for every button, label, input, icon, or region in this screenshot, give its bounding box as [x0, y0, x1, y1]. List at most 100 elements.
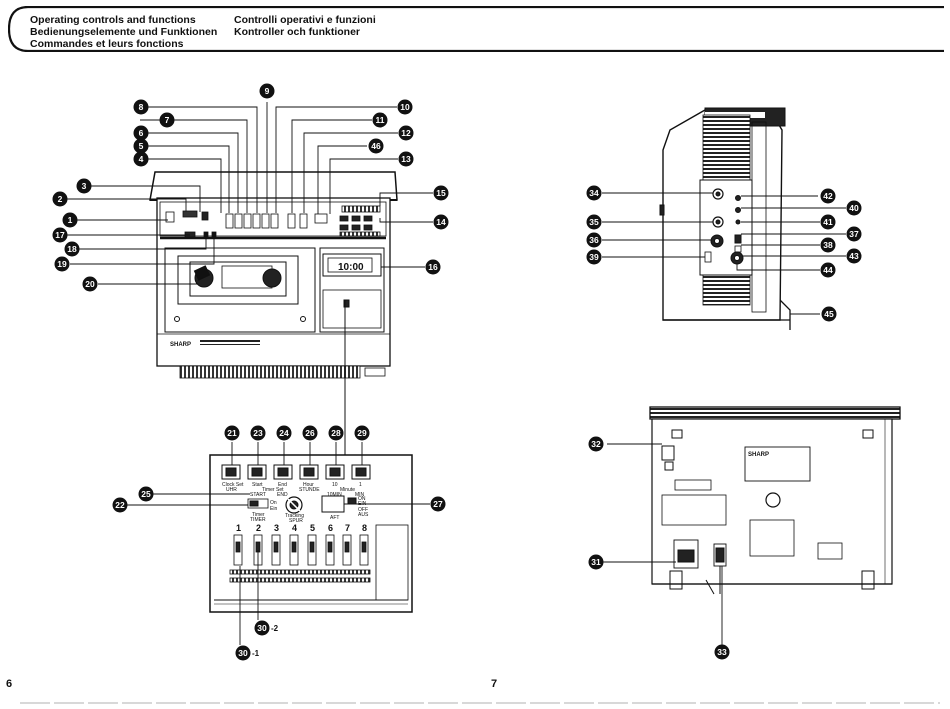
aft-aus-label: AUS [358, 512, 369, 518]
callout-30-2: 30 [254, 620, 270, 636]
callout-25: 25 [138, 486, 154, 502]
svg-text:6: 6 [139, 128, 144, 138]
callout-14: 14 [433, 214, 449, 230]
callout-38: 38 [820, 237, 836, 253]
svg-text:30: 30 [238, 648, 248, 658]
svg-text:38: 38 [823, 240, 833, 250]
header-fr: Commandes et leurs fonctions [30, 38, 184, 50]
page-number-left: 6 [6, 678, 13, 690]
timer-label: Timer [252, 512, 265, 518]
svg-text:3: 3 [82, 181, 87, 191]
callout-28: 28 [328, 425, 344, 441]
svg-text:29: 29 [357, 428, 367, 438]
callout-22: 22 [112, 497, 128, 513]
svg-text:20: 20 [85, 279, 95, 289]
callout-6: 6 [133, 125, 149, 141]
callout-43: 43 [846, 248, 862, 264]
svg-text:5: 5 [139, 141, 144, 151]
svg-text:34: 34 [589, 188, 599, 198]
svg-text:24: 24 [279, 428, 289, 438]
svg-text:21: 21 [227, 428, 237, 438]
callout-30-1-suffix: -1 [252, 649, 260, 658]
svg-text:13: 13 [401, 154, 411, 164]
callout-31: 31 [588, 554, 604, 570]
channel-2: 2 [256, 523, 261, 533]
svg-text:23: 23 [253, 428, 263, 438]
front-display-readout: 10:00 [338, 262, 364, 273]
channel-6: 6 [328, 523, 333, 533]
svg-text:18: 18 [67, 244, 77, 254]
aft-off-label: OFF [358, 507, 368, 513]
callout-36: 36 [586, 232, 602, 248]
ein-label: Ein [270, 506, 277, 512]
callout-42: 42 [820, 188, 836, 204]
svg-text:39: 39 [589, 252, 599, 262]
page-number-right: 7 [491, 678, 498, 690]
callout-5: 5 [133, 138, 149, 154]
callout-41: 41 [820, 214, 836, 230]
channel-8: 8 [362, 523, 367, 533]
btn29-sub: MIN [355, 492, 365, 498]
callout-30-2-suffix: -2 [271, 624, 279, 633]
svg-text:41: 41 [823, 217, 833, 227]
callout-13: 13 [398, 151, 414, 167]
callout-1: 1 [62, 212, 78, 228]
btn28-label: 10 [332, 482, 338, 488]
callout-16: 16 [425, 259, 441, 275]
callout-10: 10 [397, 99, 413, 115]
callout-17: 17 [52, 227, 68, 243]
btn29-label: 1 [359, 482, 362, 488]
btn28-sub: 10MIN [327, 492, 342, 498]
channel-5: 5 [310, 523, 315, 533]
svg-text:30: 30 [257, 623, 267, 633]
on-label: On [270, 500, 277, 506]
svg-text:28: 28 [331, 428, 341, 438]
callout-39: 39 [586, 249, 602, 265]
header-left: Operating controls and functions Bedienu… [30, 14, 217, 50]
front-view: 10:00 SHARP [149, 171, 398, 455]
svg-text:12: 12 [401, 128, 411, 138]
callout-27: 27 [430, 496, 446, 512]
btn21-sub: UHR [226, 487, 237, 493]
callout-2: 2 [52, 191, 68, 207]
svg-text:44: 44 [823, 265, 833, 275]
svg-text:25: 25 [141, 489, 151, 499]
btn21-label: Clock Set [222, 482, 244, 488]
callouts: 1 2 3 4 5 6 7 8 9 10 11 12 13 14 15 16 1… [52, 83, 862, 661]
callout-35: 35 [586, 214, 602, 230]
callout-15: 15 [433, 185, 449, 201]
timer-de-label: TIMER [250, 517, 266, 523]
header: Operating controls and functions Bedienu… [8, 6, 944, 52]
callout-33: 33 [714, 644, 730, 660]
aft-label: AFT [330, 515, 339, 521]
timer-panel: Clock Set UHR Start START End END Hour S… [209, 454, 413, 613]
svg-text:36: 36 [589, 235, 599, 245]
header-frame [8, 6, 944, 52]
svg-text:32: 32 [591, 439, 601, 449]
minute-label: Minute [340, 487, 355, 493]
btn26-sub: STUNDE [299, 487, 320, 493]
svg-text:2: 2 [58, 194, 63, 204]
header-de: Bedienungselemente und Funktionen [30, 26, 218, 38]
channel-1: 1 [236, 523, 241, 533]
callout-11: 11 [372, 112, 388, 128]
callout-44: 44 [820, 262, 836, 278]
svg-text:33: 33 [717, 647, 727, 657]
svg-text:45: 45 [824, 309, 834, 319]
svg-text:17: 17 [55, 230, 65, 240]
svg-text:42: 42 [823, 191, 833, 201]
channel-4: 4 [292, 523, 297, 533]
front-brand: SHARP [170, 342, 191, 348]
header-en: Operating controls and functions [30, 14, 196, 26]
callout-23: 23 [250, 425, 266, 441]
svg-text:9: 9 [265, 86, 270, 96]
svg-text:14: 14 [436, 217, 446, 227]
aft-on-label: ON [358, 496, 366, 502]
callout-24: 24 [276, 425, 292, 441]
svg-text:4: 4 [139, 154, 144, 164]
btn24-sub: END [277, 492, 288, 498]
btn23-sub: START [250, 492, 266, 498]
header-right: Controlli operativi e funzioni Kontrolle… [234, 14, 376, 38]
svg-text:15: 15 [436, 188, 446, 198]
